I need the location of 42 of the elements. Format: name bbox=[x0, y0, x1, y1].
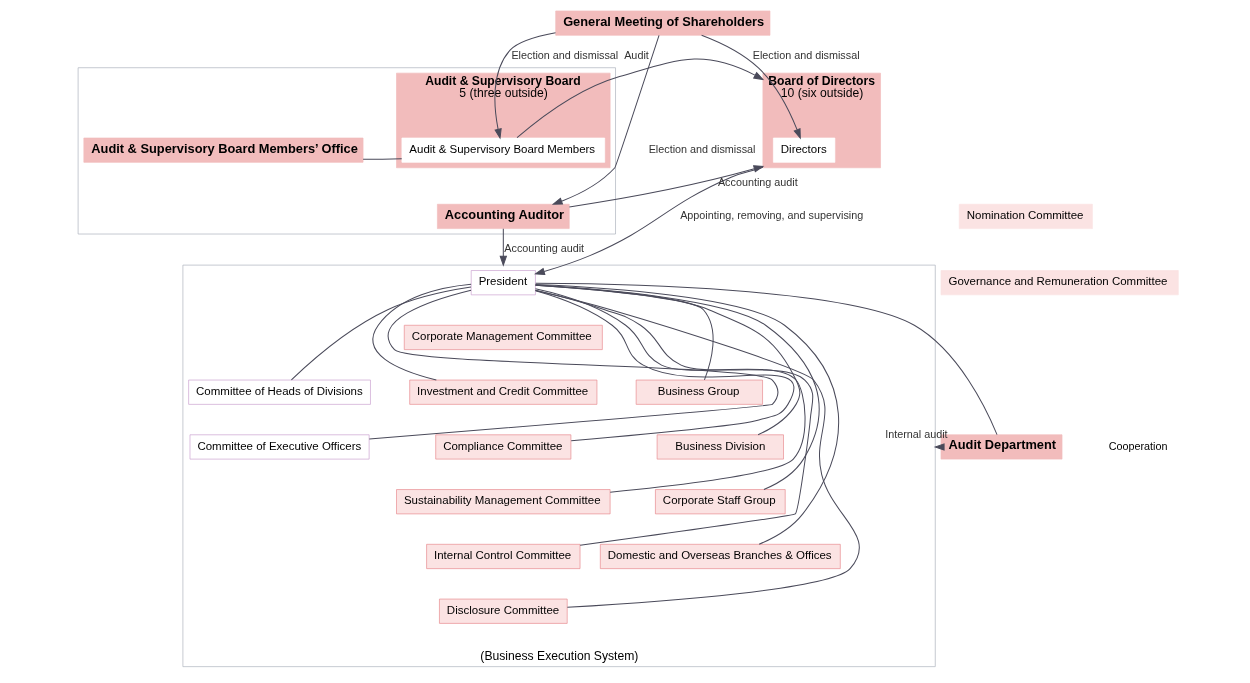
cluster bbox=[77, 67, 616, 235]
connector bbox=[371, 283, 472, 381]
connector bbox=[534, 290, 860, 608]
arrow bbox=[551, 34, 660, 205]
arrow bbox=[516, 58, 764, 139]
node-box: Directors bbox=[772, 137, 835, 163]
node-box: Corporate Staff Group bbox=[654, 489, 786, 515]
edge-label: Appointing, removing, and supervising bbox=[679, 209, 863, 222]
node-box: Internal Control Committee bbox=[425, 543, 580, 569]
edge-label: Accounting audit bbox=[717, 175, 798, 188]
node-box: Audit & Supervisory Board Members bbox=[401, 137, 605, 163]
node-box: Audit & Supervisory Board Members’ Office bbox=[83, 137, 363, 163]
connector bbox=[368, 289, 778, 440]
arrow bbox=[568, 165, 764, 208]
connector bbox=[362, 158, 402, 160]
node-box: Committee of Heads of Divisions bbox=[187, 379, 371, 405]
node-box: General Meeting of Shareholders bbox=[554, 10, 770, 36]
label: Cooperation bbox=[1108, 439, 1167, 452]
arrow bbox=[493, 32, 556, 140]
connector bbox=[534, 282, 998, 436]
node-box: Governance and Remuneration Committee bbox=[940, 270, 1179, 296]
node-box: Nomination Committee bbox=[958, 203, 1093, 229]
edge-label: Election and dismissal bbox=[510, 48, 618, 61]
node-box: Committee of Executive Officers bbox=[189, 434, 369, 460]
node-box: Business Division bbox=[656, 434, 784, 460]
edge-label: Election and dismissal bbox=[752, 48, 860, 61]
arrow bbox=[533, 166, 763, 276]
node-box: Sustainability Management Committee bbox=[395, 489, 610, 515]
node-box: Corporate Management Committee bbox=[403, 324, 603, 350]
connector bbox=[290, 286, 471, 381]
edge-label: Election and dismissal bbox=[648, 142, 755, 155]
edge-label: Accounting audit bbox=[503, 242, 584, 255]
node-box: Compliance Committee bbox=[434, 434, 571, 460]
node-box: Investment and Credit Committee bbox=[408, 379, 597, 405]
arrow bbox=[499, 228, 507, 267]
node-box: President bbox=[470, 270, 536, 296]
edge-label: Audit bbox=[623, 48, 649, 61]
node-box: Domestic and Overseas Branches & Offices bbox=[599, 543, 841, 569]
arrow bbox=[700, 34, 801, 140]
node-box: Accounting Auditor bbox=[436, 203, 570, 229]
node-box: Disclosure Committee bbox=[438, 598, 568, 624]
node-box: Business Group bbox=[635, 379, 763, 405]
